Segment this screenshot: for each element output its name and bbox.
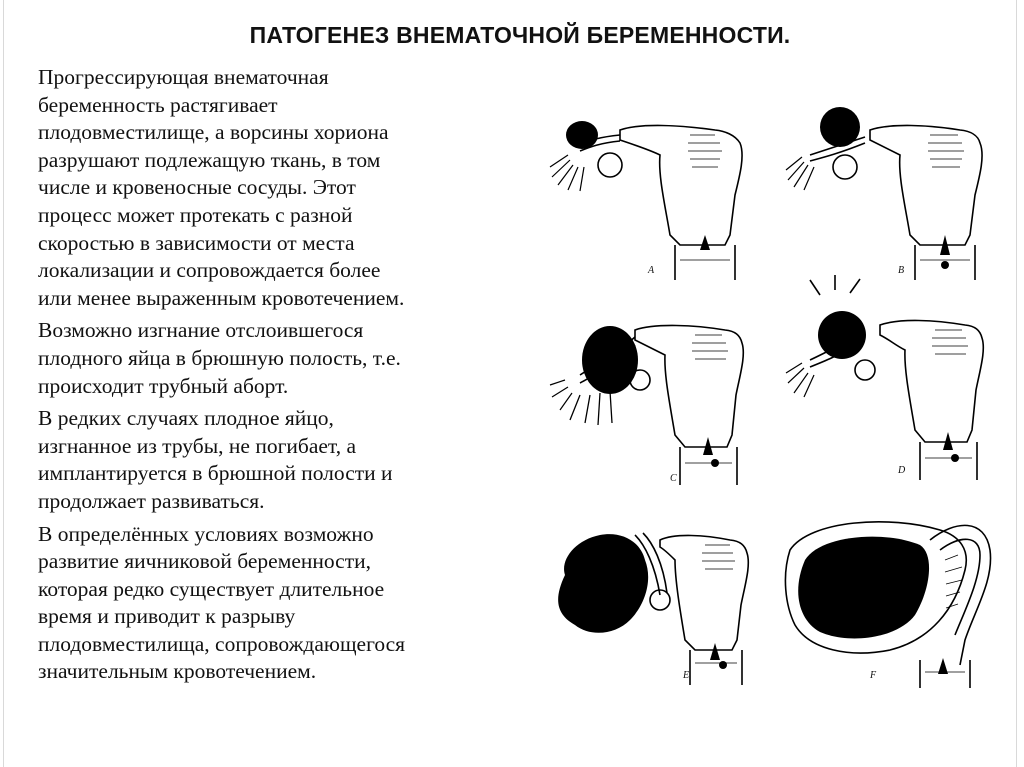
figure-letter-c: C: [670, 473, 677, 484]
paragraph-2: Возможно изгнание отслоившегося плодного…: [38, 317, 538, 400]
uterus-diagram-d: [785, 275, 985, 480]
text-line: плодовместилище, а ворсины хориона: [38, 120, 389, 145]
body-text: Прогрессирующая внематочная беременность…: [38, 64, 538, 691]
text-line: плодного яйца в брюшную полость, т.е.: [38, 345, 401, 370]
text-line: или менее выраженным кровотечением.: [38, 285, 405, 310]
text-line: числе и кровеносные сосуды. Этот: [38, 175, 356, 200]
uterus-figure-c: C: [540, 295, 770, 495]
text-line: Прогрессирующая внематочная: [38, 65, 329, 89]
text-line: имплантируется в брюшной полости и: [38, 461, 393, 486]
text-line: которая редко существует длительное: [38, 576, 385, 601]
text-line: развитие яичниковой беременности,: [38, 549, 371, 574]
uterus-diagram-f: [784, 521, 992, 688]
slide-title: ПАТОГЕНЕЗ ВНЕМАТОЧНОЙ БЕРЕМЕННОСТИ.: [249, 22, 791, 48]
text-line: продолжает развиваться.: [38, 488, 265, 513]
text-line: плодовместилища, сопровождающегося: [38, 631, 406, 656]
figure-letter-a: A: [648, 265, 655, 276]
text-line: В определённых условиях возможно: [38, 521, 374, 546]
uterus-diagram-b: [785, 107, 983, 280]
text-line: В редких случаях плодное яйцо,: [38, 406, 334, 431]
figure-letter-f: F: [870, 670, 877, 681]
text-line: беременность растягивает: [38, 92, 278, 117]
uterus-figure-b: B: [780, 95, 1010, 290]
text-line: скоростью в зависимости от места: [38, 230, 355, 255]
uterus-figure-f: F: [780, 510, 1010, 690]
uterus-diagram-e: [558, 532, 750, 685]
figure-letter-b: B: [898, 265, 905, 276]
paragraph-1: Прогрессирующая внематочная беременность…: [38, 64, 538, 312]
uterus-figure-e: E: [545, 505, 775, 690]
text-line: происходит трубный аборт.: [38, 373, 289, 398]
paragraph-3: В редких случаях плодное яйцо, изгнанное…: [38, 405, 538, 515]
text-line: процесс может протекать с разной: [38, 202, 353, 227]
uterus-figure-d: D: [780, 275, 1010, 490]
text-line: время и приводит к разрыву: [38, 604, 296, 629]
uterus-diagram-a: [549, 121, 743, 280]
slide-border-left: [3, 0, 4, 767]
text-line: Возможно изгнание отслоившегося: [38, 318, 364, 343]
text-line: локализации и сопровождается более: [38, 258, 381, 283]
text-line: значительным кровотечением.: [38, 659, 317, 684]
text-line: разрушают подлежащую ткань, в том: [38, 147, 381, 172]
slide-border-right: [1016, 0, 1017, 767]
figure-letter-e: E: [683, 670, 690, 681]
figure-letter-d: D: [898, 465, 906, 476]
paragraph-4: В определённых условиях возможно развити…: [38, 521, 538, 687]
uterus-figure-a: A: [540, 95, 770, 290]
text-line: изгнанное из трубы, не погибает, а: [38, 433, 357, 458]
uterus-diagram-c: [549, 324, 745, 485]
